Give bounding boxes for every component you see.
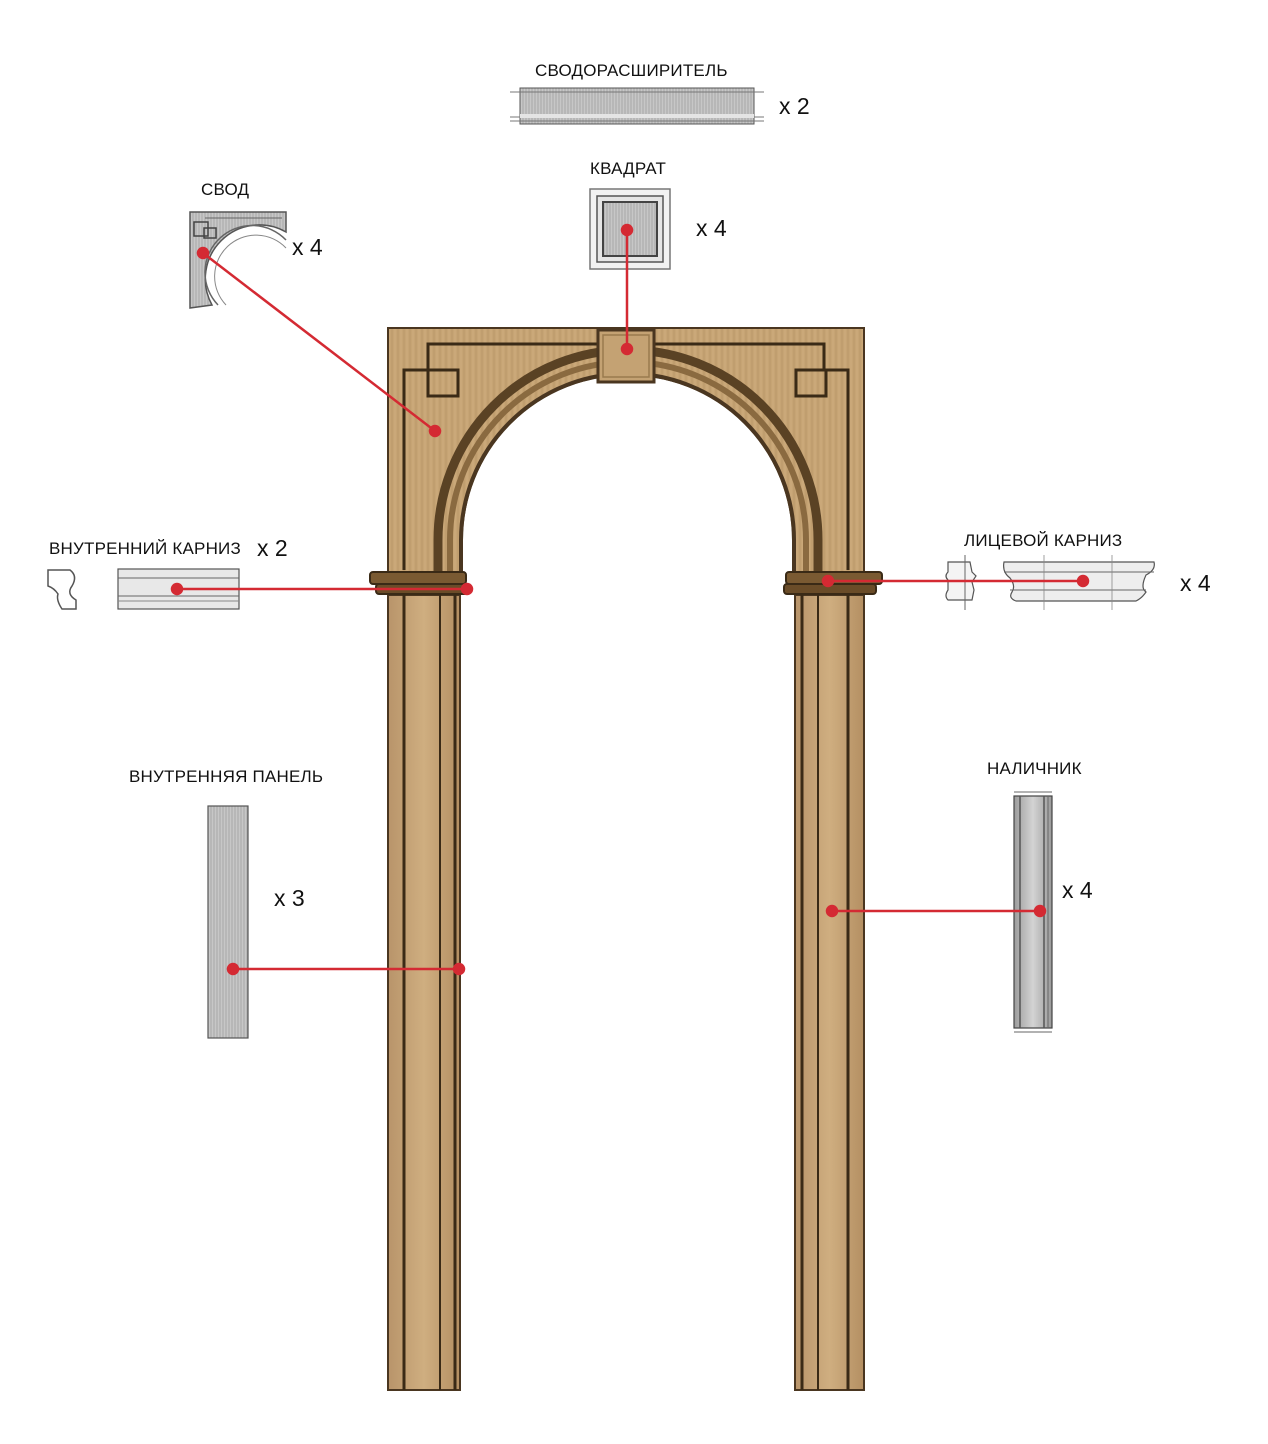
arch-square-right: [794, 368, 828, 398]
arch-pilaster-left: [387, 594, 461, 1391]
part-svod: [189, 211, 287, 309]
label-kvadrat: КВАДРАТ: [590, 159, 667, 178]
label-vnutrennyaya-panel: ВНУТРЕННЯЯ ПАНЕЛЬ: [129, 767, 324, 786]
part-vnutrennyaya-panel: [207, 805, 249, 1039]
qty-kvadrat: x 4: [696, 215, 727, 241]
arch-pilaster-right: [794, 594, 865, 1391]
qty-litsevoy-karniz: x 4: [1180, 570, 1211, 596]
qty-nalichnik: x 4: [1062, 877, 1093, 903]
qty-svodorasshiritel: x 2: [779, 93, 810, 119]
arch-square-left: [426, 368, 460, 398]
part-litsevoy-karniz: [945, 555, 1155, 610]
qty-vnutrennyaya-panel: x 3: [274, 885, 305, 911]
label-svod: СВОД: [201, 180, 250, 199]
leader-lines: [170, 223, 1090, 976]
leader-litsevoy-karniz: [821, 574, 1090, 588]
arch: [369, 327, 883, 1391]
label-litsevoy-karniz: ЛИЦЕВОЙ КАРНИЗ: [964, 531, 1123, 550]
qty-vnutrenniy-karniz: x 2: [257, 535, 288, 561]
qty-svod: x 4: [292, 234, 323, 260]
leader-nalichnik: [825, 904, 1047, 918]
part-svodorasshiritel: [510, 87, 764, 125]
label-svodorasshiritel: СВОДОРАСШИРИТЕЛЬ: [535, 61, 728, 80]
leader-vnutrennyaya-panel: [226, 962, 466, 976]
leader-kvadrat: [620, 223, 634, 356]
leader-svod: [196, 246, 442, 438]
arch-capital-left: [369, 571, 469, 595]
label-vnutrenniy-karniz: ВНУТРЕННИЙ КАРНИЗ: [49, 539, 241, 558]
leader-vnutrenniy-karniz: [170, 582, 474, 596]
label-nalichnik: НАЛИЧНИК: [987, 759, 1082, 778]
